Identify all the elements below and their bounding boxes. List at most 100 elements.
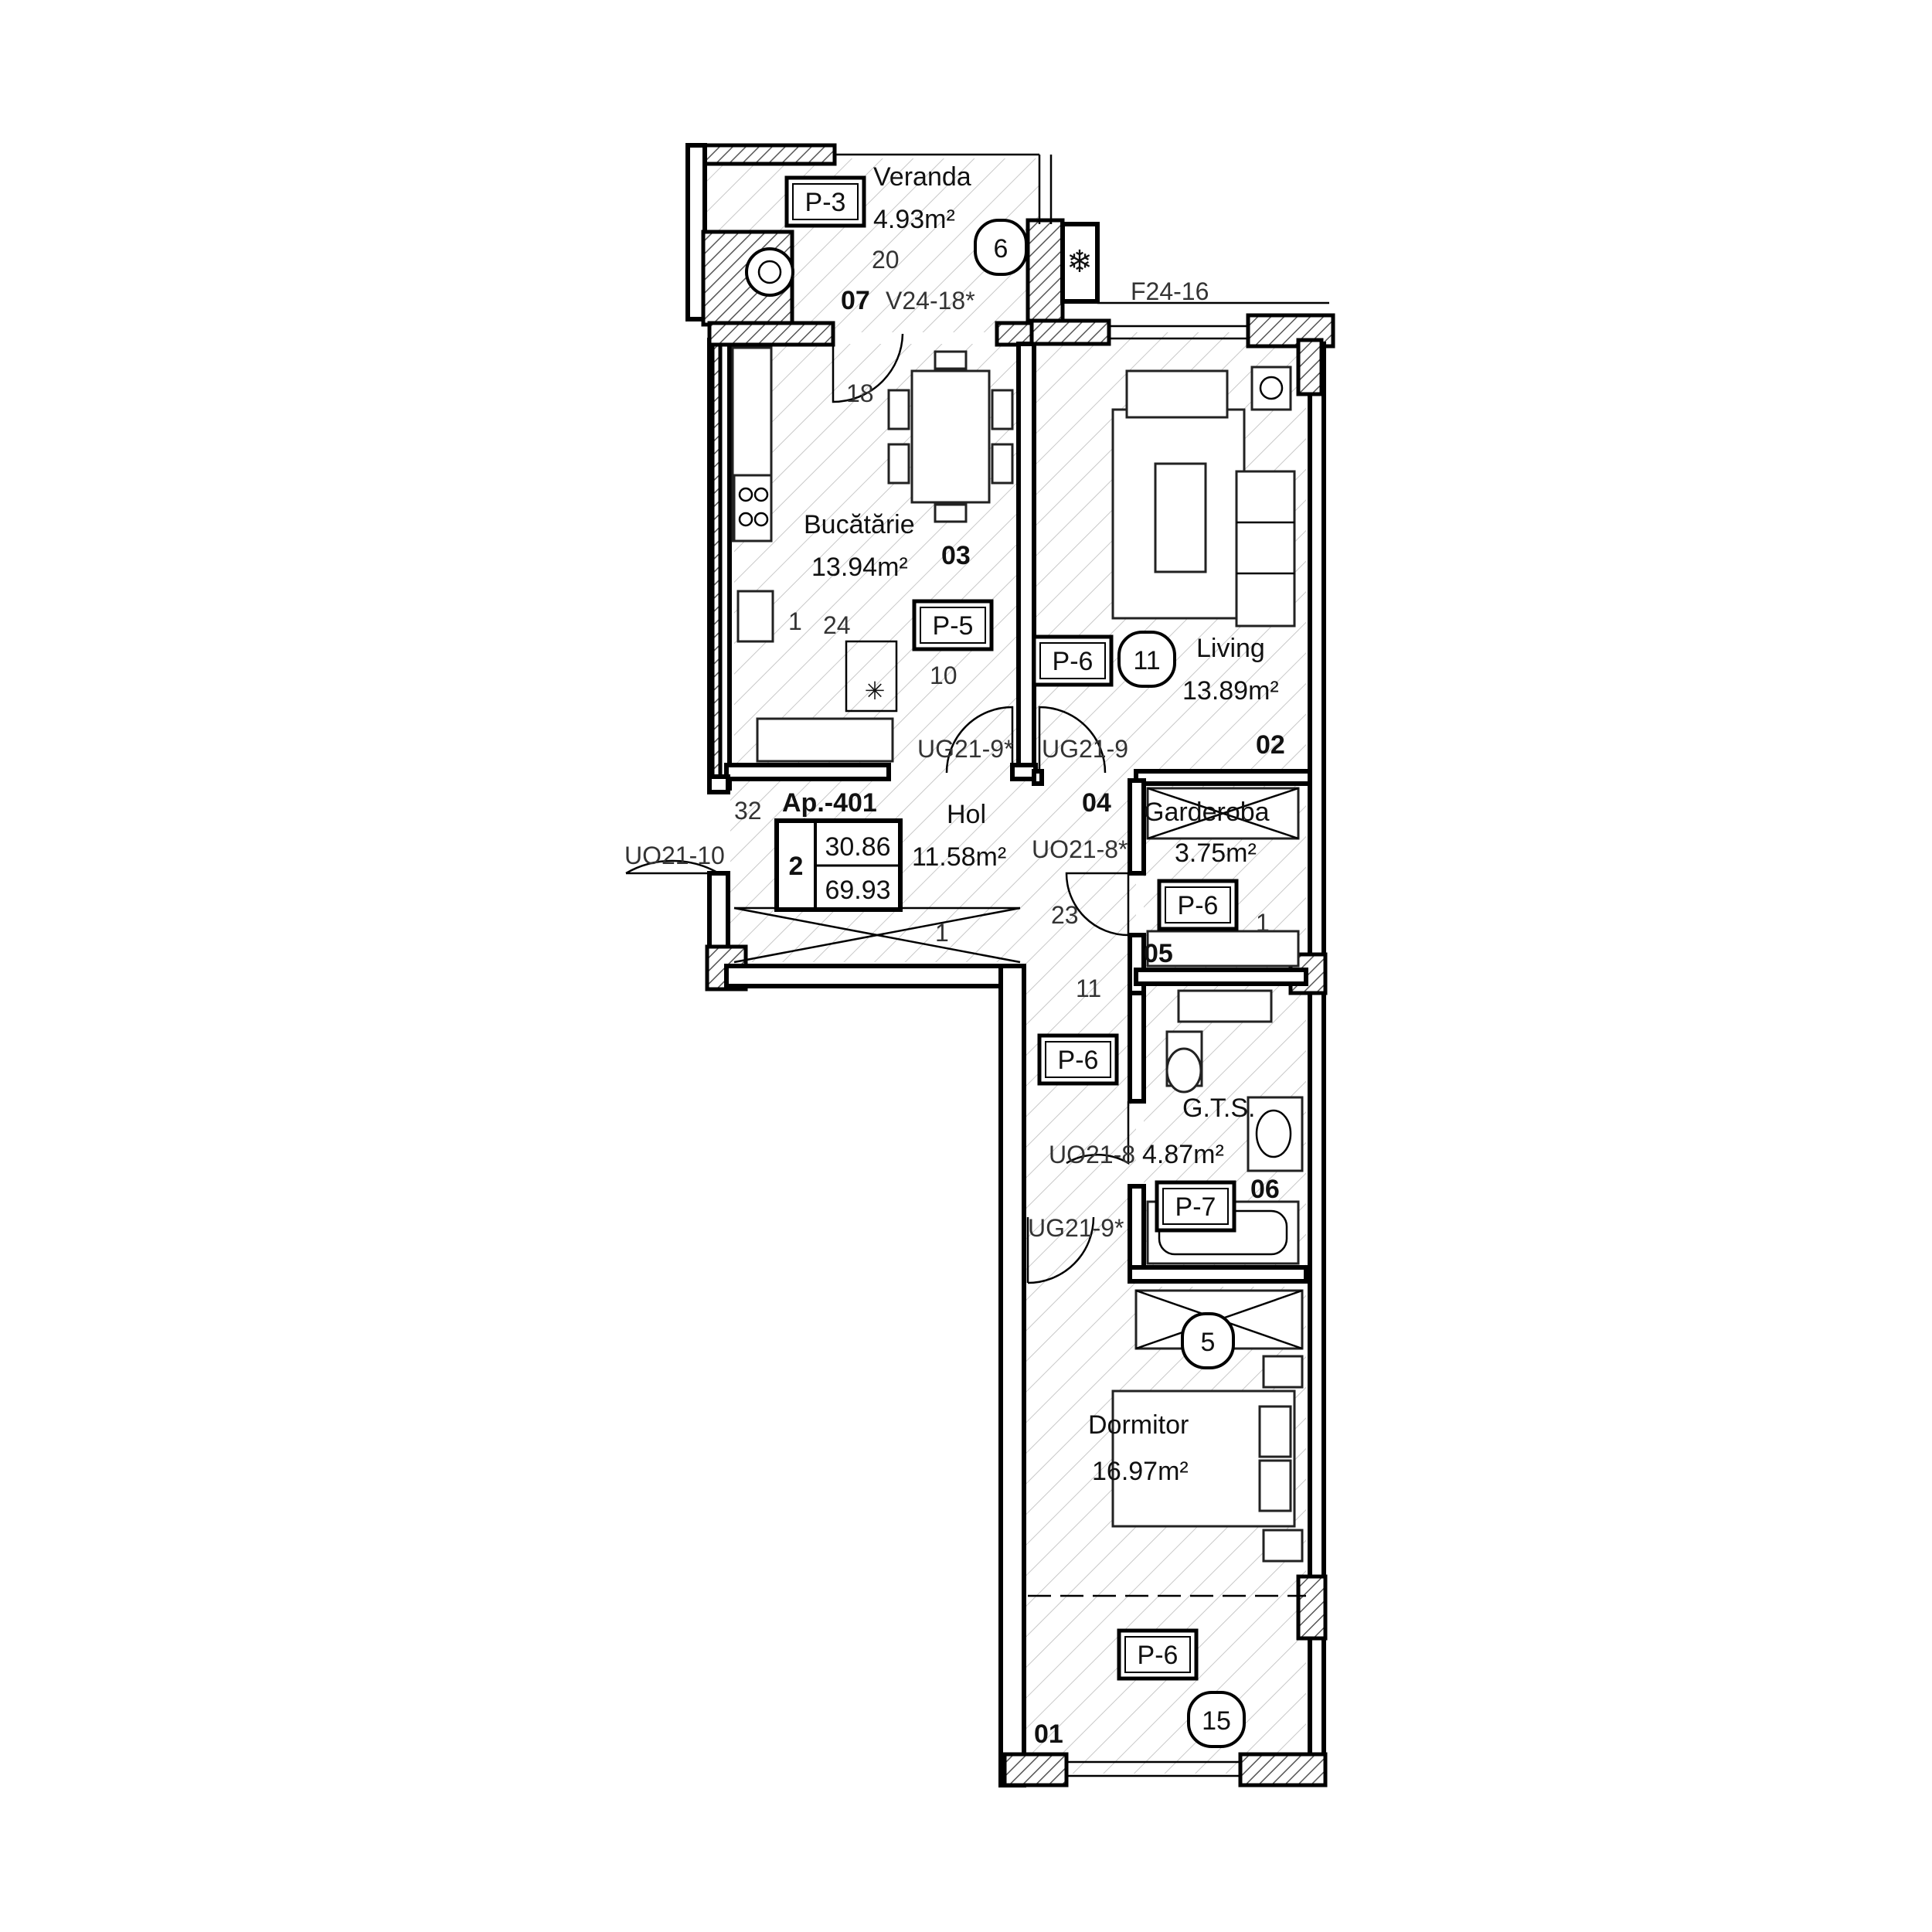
radiator-kitchen bbox=[845, 640, 898, 713]
circle-tag-veranda: 6 bbox=[974, 219, 1028, 276]
room-area-dormitor: 16.97m² bbox=[1092, 1457, 1189, 1486]
room-name-garderoba: Garderoba bbox=[1144, 798, 1270, 827]
veranda-right-column bbox=[1026, 218, 1065, 335]
boiler bbox=[1177, 989, 1273, 1023]
sofa bbox=[1235, 470, 1296, 628]
room-number-dormitor: 01 bbox=[1034, 1719, 1063, 1749]
room-number-gts: 06 bbox=[1250, 1175, 1280, 1204]
finish-tag-veranda: P-3 bbox=[784, 175, 866, 228]
stove-burner-4 bbox=[753, 512, 769, 527]
room-number-living: 02 bbox=[1256, 730, 1285, 760]
floor-lamp-icon bbox=[1259, 376, 1284, 400]
room-number-hol: 04 bbox=[1082, 788, 1111, 818]
door-veranda-swing[interactable] bbox=[832, 333, 904, 403]
toilet-bowl bbox=[1165, 1047, 1202, 1094]
chair-top bbox=[934, 350, 968, 370]
door-label-garderoba: UO21-8* bbox=[1032, 835, 1128, 863]
wardrobe-diag-2 bbox=[1147, 787, 1299, 840]
room-area-garderoba: 3.75m² bbox=[1175, 838, 1257, 868]
hol-storage-diag-2 bbox=[733, 906, 1021, 964]
chair-bottom bbox=[934, 503, 968, 523]
svg-text:P-6: P-6 bbox=[1138, 1641, 1179, 1670]
door-dormitor-swing[interactable] bbox=[1026, 1216, 1095, 1284]
opening-labels: V24-18* F24-16 UO21-10 UG21-9* UG21-9 UO… bbox=[624, 277, 1209, 1242]
ventilation-duct-icon bbox=[745, 247, 794, 297]
chair-left-1 bbox=[887, 389, 910, 430]
finish-tag-hol: P-6 bbox=[1037, 1033, 1119, 1086]
door-label-dormitor: UG21-9* bbox=[1028, 1214, 1124, 1242]
garderoba-gts-wall bbox=[1134, 968, 1308, 986]
apartment-code: Ap.-401 bbox=[782, 788, 877, 818]
floor-lamp bbox=[1250, 366, 1292, 411]
dormitor-floor bbox=[1024, 1287, 1306, 1774]
door-gts-swing[interactable] bbox=[1066, 1101, 1130, 1165]
ventilation-duct-inner-icon bbox=[757, 260, 782, 284]
stove-burner-1 bbox=[738, 487, 753, 502]
nightstand-bottom bbox=[1262, 1529, 1304, 1563]
door-garderoba-swing[interactable] bbox=[1065, 872, 1130, 937]
ref-veranda-20: 20 bbox=[872, 246, 900, 274]
kitchen-sink bbox=[736, 590, 774, 643]
svg-text:P-6: P-6 bbox=[1058, 1046, 1099, 1075]
finish-tag-gts: P-7 bbox=[1155, 1180, 1236, 1233]
right-facade-wall bbox=[1308, 342, 1326, 1776]
finish-tag-garderoba: P-6 bbox=[1157, 879, 1239, 931]
ref-garderoba-1: 1 bbox=[1256, 909, 1270, 937]
svg-text:5: 5 bbox=[1201, 1328, 1216, 1357]
hol-corridor-floor bbox=[1020, 962, 1136, 1287]
room-name-veranda: Veranda bbox=[873, 162, 971, 192]
gts-bottom-wall bbox=[1128, 1265, 1308, 1284]
nightstand-top bbox=[1262, 1355, 1304, 1389]
kitchen-top-wall-right bbox=[995, 321, 1034, 347]
living-bottom-wall-left bbox=[1032, 769, 1044, 786]
ref-hol-23: 23 bbox=[1051, 901, 1079, 929]
door-kitchen-swing[interactable] bbox=[945, 706, 1014, 774]
apartment-total-area: 69.93 bbox=[825, 876, 890, 905]
kitchen-shelf bbox=[756, 717, 894, 763]
ref-hol-11: 11 bbox=[1076, 975, 1101, 1002]
tv-unit bbox=[1154, 462, 1207, 573]
wardrobe-lower bbox=[1146, 930, 1300, 968]
kitchen-top-wall-left bbox=[707, 321, 835, 347]
finish-tags: P-3 P-5 P-6 P-6 P-6 P-7 bbox=[784, 175, 1239, 1681]
room-area-hol: 11.58m² bbox=[912, 842, 1006, 872]
finish-tag-dormitor: P-6 bbox=[1117, 1628, 1199, 1681]
window-label-veranda: V24-18* bbox=[886, 287, 975, 315]
chair-left-2 bbox=[887, 443, 910, 485]
dining-table bbox=[910, 369, 991, 504]
stove-burner-3 bbox=[738, 512, 753, 527]
finish-tag-living: P-6 bbox=[1032, 634, 1114, 687]
living-top-wall-left bbox=[1029, 318, 1111, 346]
svg-text:P-6: P-6 bbox=[1178, 891, 1219, 920]
svg-text:P-7: P-7 bbox=[1175, 1192, 1216, 1222]
door-label-kitchen: UG21-9* bbox=[917, 735, 1014, 763]
door-living-swing[interactable] bbox=[1038, 706, 1107, 774]
svg-text:6: 6 bbox=[994, 234, 1009, 264]
pillow-1 bbox=[1258, 1405, 1292, 1458]
apartment-rooms-count: 2 bbox=[789, 852, 804, 881]
right-facade-column-bottom bbox=[1238, 1752, 1328, 1787]
kitchen-living-partition bbox=[1016, 342, 1036, 779]
window-label-living: F24-16 bbox=[1131, 277, 1209, 305]
ac-unit-box bbox=[1060, 222, 1100, 304]
svg-text:15: 15 bbox=[1202, 1706, 1231, 1736]
room-number-garderoba: 05 bbox=[1144, 939, 1173, 968]
kitchen-left-wall-core bbox=[710, 342, 723, 787]
svg-text:P-5: P-5 bbox=[933, 611, 974, 641]
circle-tag-living: 11 bbox=[1117, 631, 1176, 688]
finish-tag-bucatarie: P-5 bbox=[912, 599, 994, 651]
door-label-living: UG21-9 bbox=[1042, 735, 1128, 763]
snowflake-icon: ✳ bbox=[865, 677, 886, 705]
hol-left-wall-top bbox=[707, 774, 730, 794]
chair-right-2 bbox=[991, 443, 1014, 485]
dormitor-bottom-left-column bbox=[1002, 1752, 1069, 1787]
circle-tag-dormitor-closet: 5 bbox=[1181, 1312, 1235, 1369]
ref-kitchen-10: 10 bbox=[930, 662, 957, 689]
door-entry-swing[interactable] bbox=[625, 859, 719, 875]
room-name-living: Living bbox=[1196, 634, 1265, 663]
stove-burner-2 bbox=[753, 487, 769, 502]
room-number-veranda: 07 bbox=[841, 286, 870, 315]
ref-kitchen-1: 1 bbox=[788, 607, 802, 635]
ref-kitchen-24: 24 bbox=[823, 611, 851, 639]
